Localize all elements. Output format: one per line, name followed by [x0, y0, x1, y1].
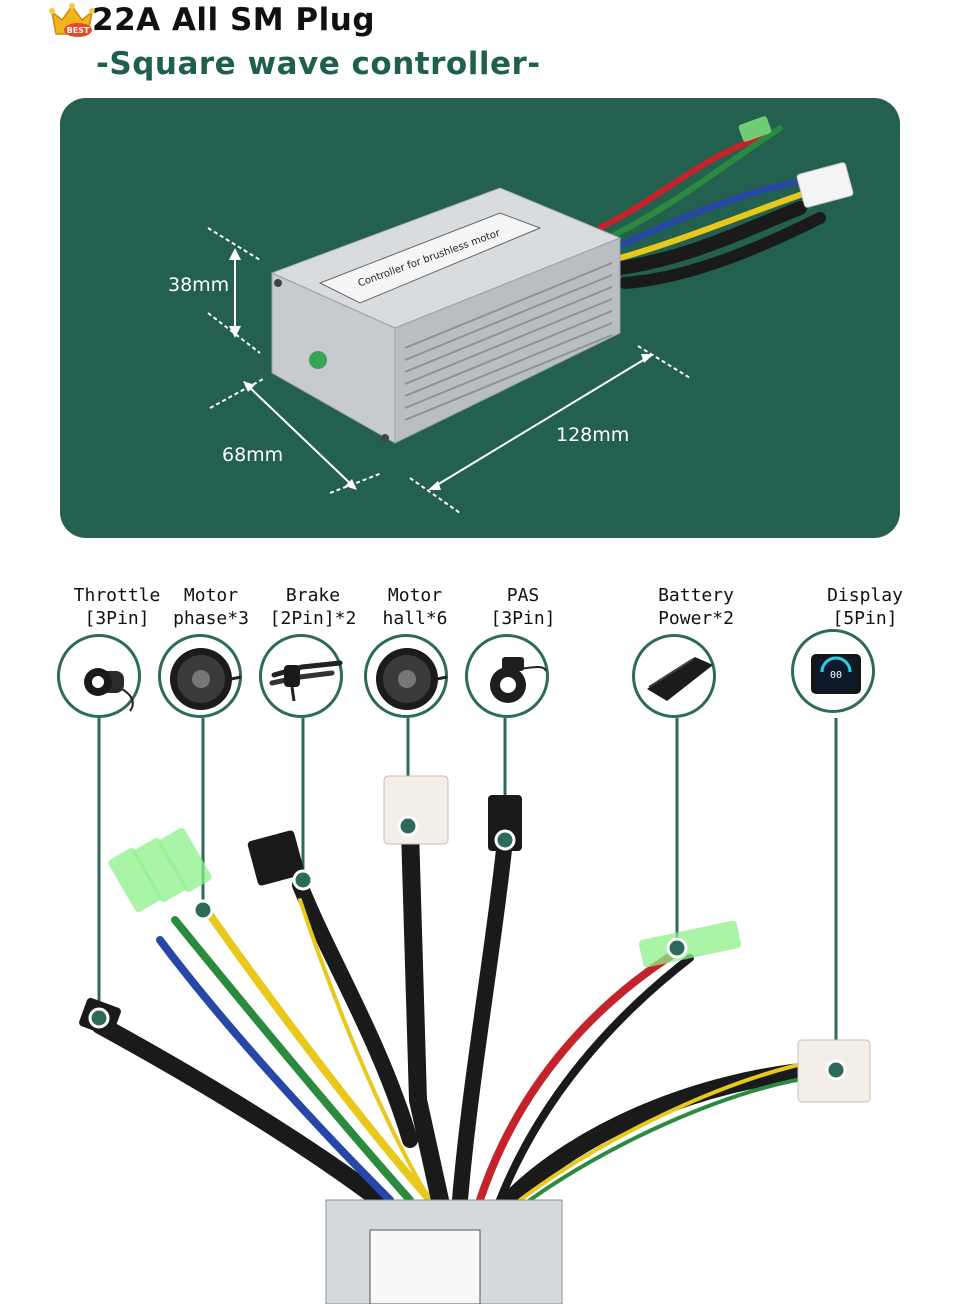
harness-wires: [91, 821, 829, 1209]
motor-phase-circle: [158, 634, 242, 718]
display-label: Display[5Pin]: [827, 585, 903, 629]
display-readout: 00: [830, 670, 842, 681]
throttle-label: Throttle[3Pin]: [73, 585, 161, 629]
hub-motor-icon: [376, 648, 448, 710]
connector-markers: [88, 815, 847, 1081]
controller-photo-panel: Controller for brushless motor 38mm 68mm…: [60, 98, 900, 538]
pas-sensor-icon: [490, 657, 547, 703]
controller-illustration: Controller for brushless motor: [207, 116, 854, 514]
battery-icon: [647, 657, 713, 701]
dimension-lines: [229, 248, 654, 490]
brake-lever-icon: [269, 660, 343, 702]
pas-label: PAS[3Pin]: [490, 585, 556, 629]
length-dimension-label: 128mm: [556, 424, 630, 446]
best-crown-badge: BEST: [49, 3, 95, 37]
width-dimension-label: 68mm: [222, 444, 284, 466]
controller-base: [325, 1199, 563, 1304]
brake-label: Brake[2Pin]*2: [269, 585, 357, 629]
rear-wire-bundle: [597, 125, 826, 289]
hub-motor-icon: [170, 648, 242, 710]
controller-body: Controller for brushless motor: [270, 187, 622, 444]
motor-hall-circle: [364, 634, 448, 718]
display-icon: 00: [811, 654, 861, 694]
badge-text: BEST: [67, 26, 90, 35]
page-subtitle: -Square wave controller-: [96, 46, 541, 82]
throttle-circle: [57, 634, 141, 718]
display-circle: 00: [791, 629, 875, 713]
leader-lines: [97, 718, 838, 1070]
height-dimension-label: 38mm: [168, 274, 230, 296]
battery-circle: [632, 634, 716, 718]
throttle-icon: [84, 668, 134, 712]
pas-circle: [465, 634, 549, 718]
brake-circle: [259, 634, 343, 718]
page-title: 22A All SM Plug: [92, 2, 376, 38]
wire-harness-diagram: [79, 718, 871, 1304]
